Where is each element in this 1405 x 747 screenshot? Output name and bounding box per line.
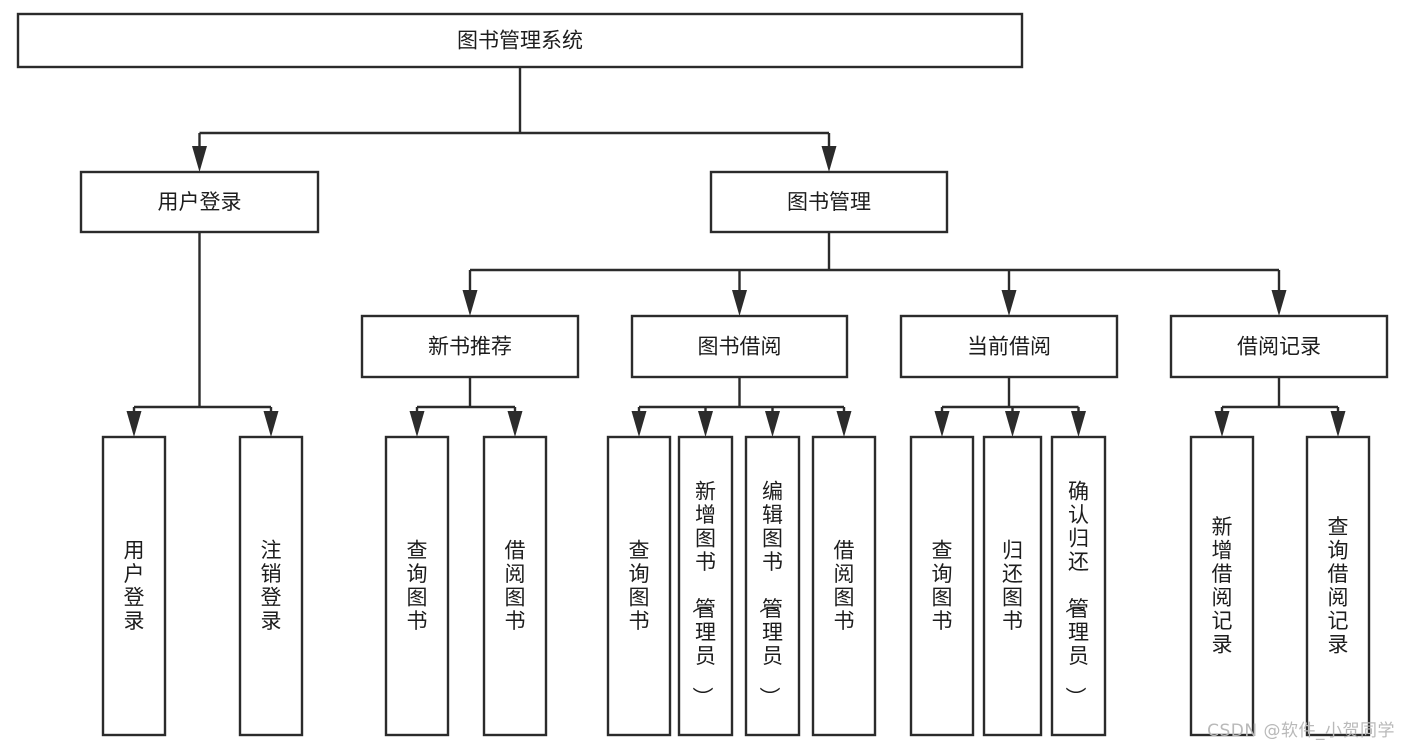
node-box-leaf-return-book — [982, 435, 1043, 737]
node-box-book-manage — [709, 170, 949, 234]
node-new-book-recommend[interactable]: 新书推荐 — [360, 314, 580, 379]
node-box-user-login — [79, 170, 320, 234]
node-current-borrow[interactable]: 当前借阅 — [899, 314, 1119, 379]
node-box-root — [16, 12, 1024, 69]
node-box-leaf-add-borrow-record — [1189, 435, 1255, 737]
node-label-leaf-user-login: 用户登录 — [124, 538, 145, 633]
node-root[interactable]: 图书管理系统 — [16, 12, 1024, 69]
node-box-leaf-add-book-admin — [677, 435, 734, 737]
node-label-leaf-borrow-book-2: 借阅图书 — [834, 538, 855, 633]
node-label-leaf-query-book-3: 查询图书 — [932, 538, 953, 633]
node-label-leaf-query-book-1: 查询图书 — [407, 538, 428, 633]
node-box-leaf-query-book-2 — [606, 435, 672, 737]
node-book-borrow[interactable]: 图书借阅 — [630, 314, 849, 379]
node-leaf-return-book[interactable]: 归还图书 — [982, 435, 1043, 737]
node-label-leaf-return-book: 归还图书 — [1002, 538, 1023, 633]
node-leaf-logout[interactable]: 注销登录 — [238, 435, 304, 737]
node-leaf-query-book-2[interactable]: 查询图书 — [606, 435, 672, 737]
node-label-leaf-query-borrow-record: 查询借阅记录 — [1328, 515, 1349, 657]
node-label-current-borrow: 当前借阅 — [967, 335, 1051, 359]
node-box-new-book-recommend — [360, 314, 580, 379]
node-box-leaf-borrow-book-2 — [811, 435, 877, 737]
node-label-new-book-recommend: 新书推荐 — [428, 335, 512, 359]
node-box-book-borrow — [630, 314, 849, 379]
node-box-leaf-query-borrow-record — [1305, 435, 1371, 737]
node-box-leaf-query-book-1 — [384, 435, 450, 737]
node-leaf-confirm-return-admin[interactable]: 确认归还（管理员） — [1050, 435, 1107, 737]
node-box-leaf-borrow-book-1 — [482, 435, 548, 737]
csdn-watermark: CSDN @软件_小贺同学 — [1207, 721, 1395, 741]
node-box-leaf-edit-book-admin — [744, 435, 801, 737]
node-box-borrow-record — [1169, 314, 1389, 379]
node-borrow-record[interactable]: 借阅记录 — [1169, 314, 1389, 379]
node-label-leaf-add-borrow-record: 新增借阅记录 — [1212, 515, 1233, 657]
node-box-leaf-confirm-return-admin — [1050, 435, 1107, 737]
node-box-leaf-logout — [238, 435, 304, 737]
node-label-leaf-confirm-return-admin: 确认归还（管理员） — [1063, 480, 1089, 708]
node-leaf-query-book-1[interactable]: 查询图书 — [384, 435, 450, 737]
node-book-manage[interactable]: 图书管理 — [709, 170, 949, 234]
node-leaf-add-borrow-record[interactable]: 新增借阅记录 — [1189, 435, 1255, 737]
node-label-leaf-add-book-admin: 新增图书（管理员） — [690, 480, 716, 708]
node-label-root: 图书管理系统 — [457, 29, 583, 53]
node-leaf-query-borrow-record[interactable]: 查询借阅记录 — [1305, 435, 1371, 737]
node-leaf-edit-book-admin[interactable]: 编辑图书（管理员） — [744, 435, 801, 737]
node-box-leaf-user-login — [101, 435, 167, 737]
node-leaf-borrow-book-2[interactable]: 借阅图书 — [811, 435, 877, 737]
node-box-leaf-query-book-3 — [909, 435, 975, 737]
node-leaf-add-book-admin[interactable]: 新增图书（管理员） — [677, 435, 734, 737]
node-label-user-login: 用户登录 — [158, 190, 242, 214]
node-label-borrow-record: 借阅记录 — [1237, 335, 1321, 359]
node-leaf-user-login[interactable]: 用户登录 — [101, 435, 167, 737]
node-box-current-borrow — [899, 314, 1119, 379]
node-label-leaf-edit-book-admin: 编辑图书（管理员） — [757, 480, 783, 708]
node-leaf-query-book-3[interactable]: 查询图书 — [909, 435, 975, 737]
node-user-login[interactable]: 用户登录 — [79, 170, 320, 234]
nodes-layer: 图书管理系统用户登录图书管理新书推荐图书借阅当前借阅借阅记录用户登录注销登录查询… — [16, 12, 1389, 737]
node-label-leaf-query-book-2: 查询图书 — [629, 538, 650, 633]
edges-layer — [126, 67, 1346, 437]
node-label-leaf-borrow-book-1: 借阅图书 — [505, 538, 526, 633]
node-label-leaf-logout: 注销登录 — [261, 538, 282, 633]
node-label-book-manage: 图书管理 — [787, 190, 871, 214]
node-leaf-borrow-book-1[interactable]: 借阅图书 — [482, 435, 548, 737]
node-label-book-borrow: 图书借阅 — [698, 335, 782, 359]
